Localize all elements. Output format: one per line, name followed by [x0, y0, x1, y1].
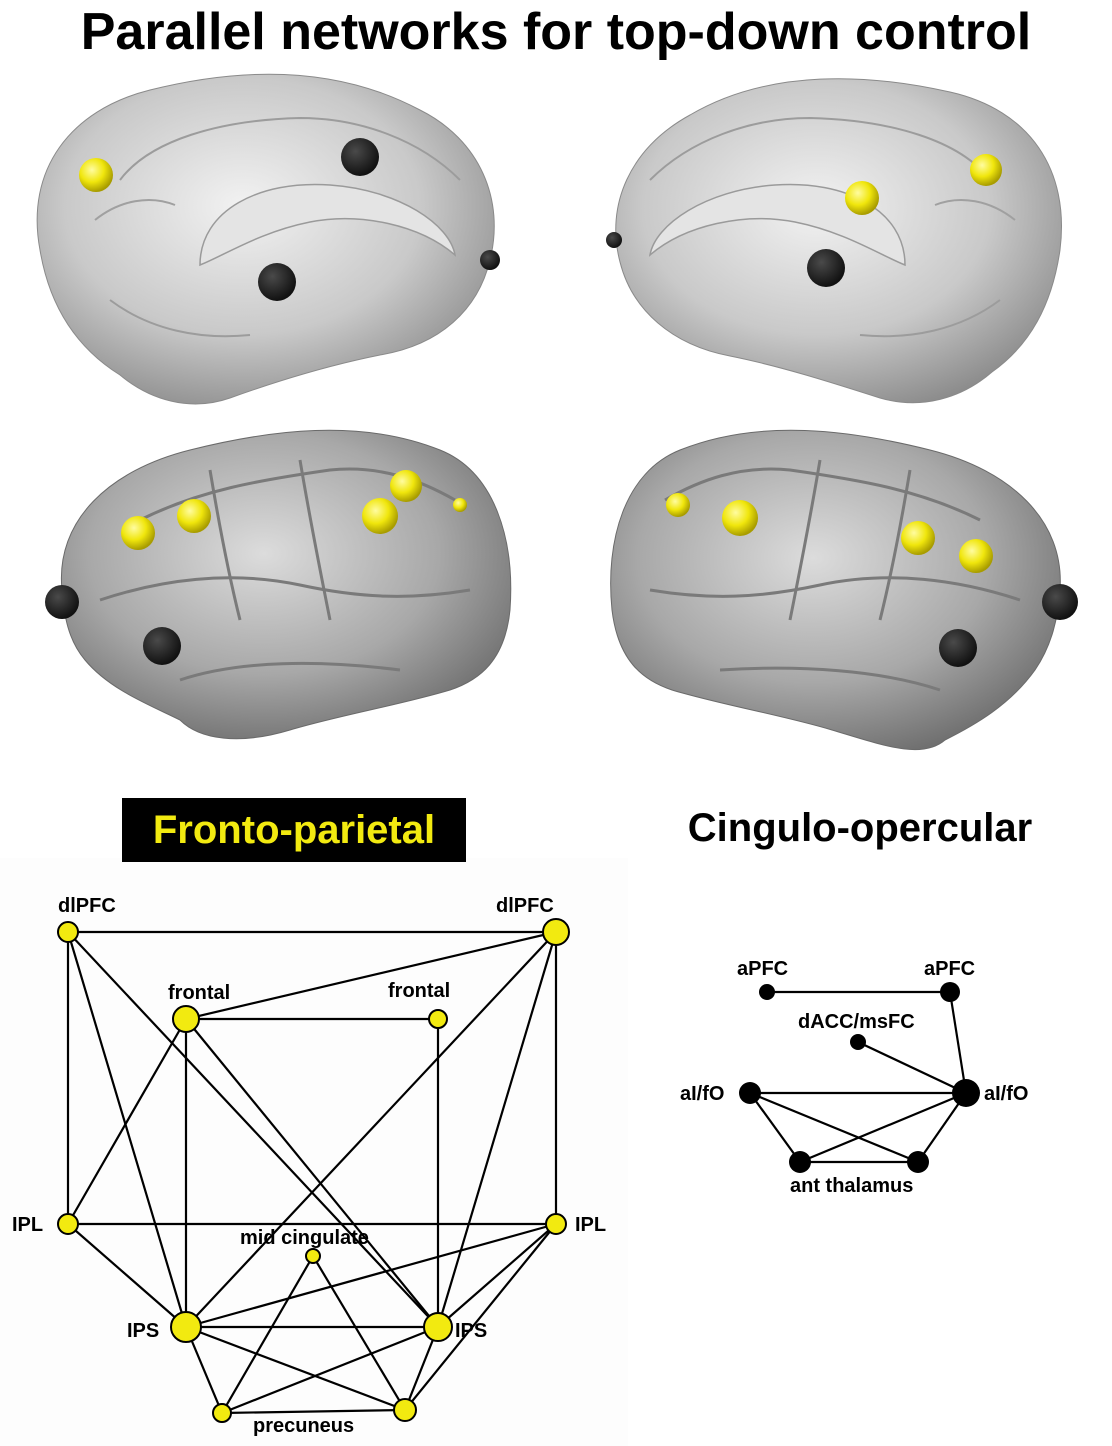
fp-network-nodes [57, 918, 570, 1423]
node-mid-cingulate [305, 1248, 321, 1264]
co-marker [1042, 584, 1078, 620]
co-node-labels: aPFC aPFC dACC/msFC aI/fO aI/fO ant thal… [680, 958, 1028, 1197]
label-apfc-left: aPFC [737, 958, 788, 980]
co-marker [807, 249, 845, 287]
co-marker [480, 250, 500, 270]
node-ipl-right [545, 1213, 567, 1235]
fp-marker [666, 493, 690, 517]
co-marker [606, 232, 622, 248]
fp-network-edges [66, 930, 558, 1415]
label-dacc-msfc: dACC/msFC [798, 1011, 915, 1033]
node-ips-right [423, 1312, 453, 1342]
co-marker [341, 138, 379, 176]
label-ant-thalamus: ant thalamus [790, 1175, 913, 1197]
fp-marker [79, 158, 113, 192]
node-frontal-right [428, 1009, 448, 1029]
label-ipl-left: IPL [12, 1214, 43, 1236]
node-ant-thalamus-right [907, 1151, 929, 1173]
node-dlpfc-left [57, 921, 79, 943]
node-ipl-left [57, 1213, 79, 1235]
label-frontal-left: frontal [168, 982, 230, 1004]
co-network-edges [749, 990, 968, 1164]
fp-marker [901, 521, 935, 555]
label-ipl-right: IPL [575, 1214, 606, 1236]
fp-marker [722, 500, 758, 536]
co-marker [45, 585, 79, 619]
node-apfc-left [759, 984, 775, 1000]
label-mid-cingulate: mid cingulate [240, 1227, 369, 1249]
node-dlpfc-right [542, 918, 570, 946]
fp-marker [390, 470, 422, 502]
label-precuneus: precuneus [253, 1415, 354, 1437]
fp-marker [959, 539, 993, 573]
brain-lateral-left [60, 429, 512, 740]
fp-marker [970, 154, 1002, 186]
node-precuneus-left [212, 1403, 232, 1423]
node-aifo-right [952, 1079, 980, 1107]
node-ant-thalamus-left [789, 1151, 811, 1173]
co-marker [143, 627, 181, 665]
brain-lateral-right [610, 429, 1061, 751]
fp-marker [121, 516, 155, 550]
label-aifo-left: aI/fO [680, 1083, 724, 1105]
brain-medial-left [36, 73, 495, 405]
fronto-parietal-label: Fronto-parietal [122, 798, 466, 862]
brain-markers [45, 138, 1078, 667]
node-aifo-left [739, 1082, 761, 1104]
fp-panel-background [0, 858, 628, 1446]
co-marker [939, 629, 977, 667]
node-precuneus-right [393, 1398, 417, 1422]
label-frontal-right: frontal [388, 980, 450, 1002]
label-apfc-right: aPFC [924, 958, 975, 980]
node-frontal-left [172, 1005, 200, 1033]
label-aifo-right: aI/fO [984, 1083, 1028, 1105]
co-network-nodes [739, 982, 980, 1173]
fp-marker [362, 498, 398, 534]
label-ips-left: IPS [127, 1320, 159, 1342]
label-dlpfc-right: dlPFC [496, 895, 554, 917]
fp-marker [845, 181, 879, 215]
cingulo-opercular-label: Cingulo-opercular [687, 806, 1033, 850]
co-marker [258, 263, 296, 301]
node-ips-left [170, 1311, 202, 1343]
brain-medial-right [615, 78, 1062, 404]
page-title: Parallel networks for top-down control [80, 3, 1032, 61]
node-apfc-right [940, 982, 960, 1002]
label-ips-right: IPS [455, 1320, 487, 1342]
fp-marker [453, 498, 467, 512]
node-dacc-msfc [850, 1034, 866, 1050]
label-dlpfc-left: dlPFC [58, 895, 116, 917]
fp-node-labels: dlPFC dlPFC frontal frontal IPL IPL mid … [12, 895, 606, 1437]
fp-marker [177, 499, 211, 533]
